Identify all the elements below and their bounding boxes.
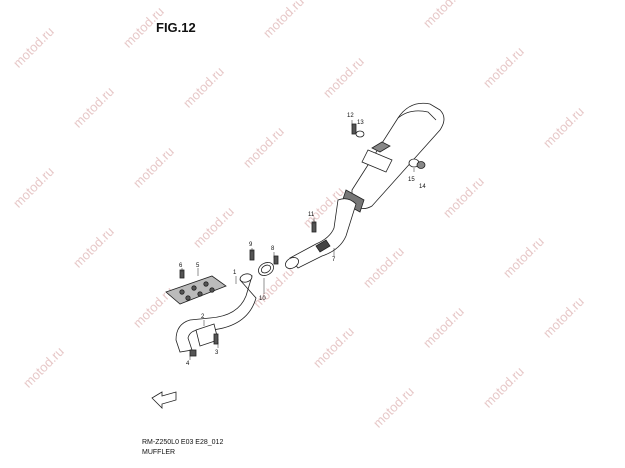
muffler-connecting-pipe (285, 198, 357, 269)
callout-3: 3 (215, 350, 219, 356)
heat-shield (165, 275, 227, 305)
callout-5: 5 (196, 263, 200, 269)
figure-title: FIG.12 (156, 20, 196, 35)
clamp (258, 262, 274, 276)
callout-12: 12 (347, 113, 354, 119)
leader-lines (181, 120, 415, 360)
callout-4: 4 (186, 361, 190, 367)
diagram-code: RM-Z250L0 E03 E28_012 (142, 439, 224, 446)
callout-13: 13 (357, 120, 364, 126)
callout-9: 9 (249, 242, 253, 248)
callout-7: 7 (332, 257, 336, 263)
callout-15: 15 (408, 177, 415, 183)
callout-1: 1 (233, 270, 237, 276)
callout-11: 11 (308, 212, 315, 218)
callout-8: 8 (271, 246, 275, 252)
footer: RM-Z250L0 E03 E28_012 MUFFLER (142, 438, 223, 458)
front-arrow-icon (151, 391, 177, 409)
exhaust-header-pipe (175, 273, 257, 353)
callout-2: 2 (201, 314, 205, 320)
callout-6: 6 (179, 263, 183, 269)
callout-10: 10 (259, 296, 266, 302)
callout-14: 14 (419, 184, 426, 190)
diagram-name: MUFFLER (142, 449, 176, 456)
muffler-body (341, 102, 445, 213)
